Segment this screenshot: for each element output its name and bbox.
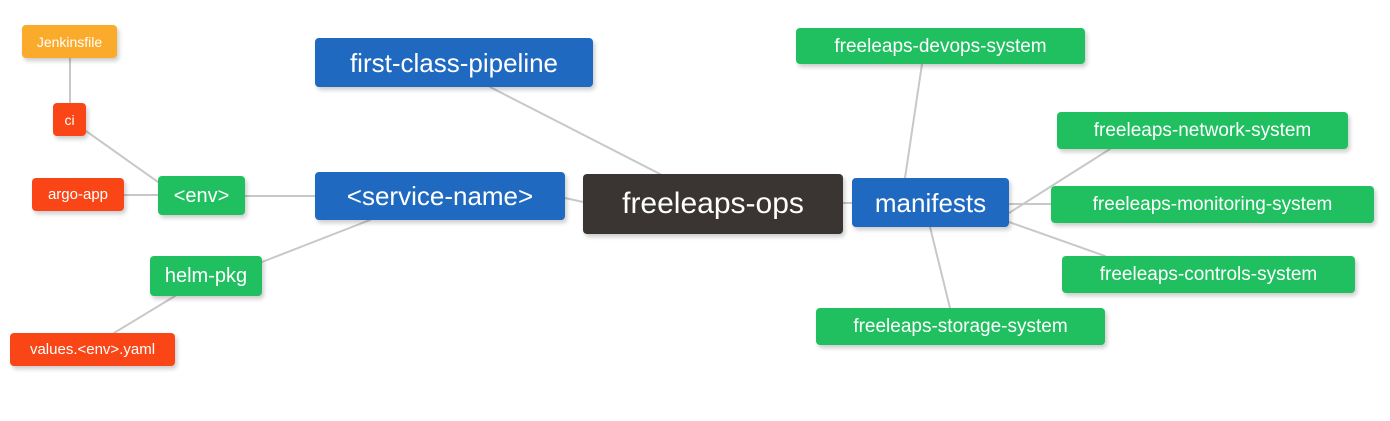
node-service-name[interactable]: <service-name> (315, 172, 565, 220)
edge-service-name-to-freeleaps-ops (564, 197, 584, 203)
edge-manifests-to-controls-system (1008, 221, 1106, 257)
node-label: first-class-pipeline (349, 47, 559, 78)
node-label: freeleaps-ops (622, 187, 804, 220)
node-label: argo-app (47, 186, 109, 203)
node-label: freeleaps-controls-system (1099, 264, 1318, 285)
node-helm-pkg[interactable]: helm-pkg (150, 256, 262, 296)
node-network-system[interactable]: freeleaps-network-system (1057, 112, 1348, 149)
node-freeleaps-ops[interactable]: freeleaps-ops (583, 174, 843, 234)
edge-devops-system-to-manifests (904, 63, 923, 179)
node-label: helm-pkg (164, 265, 248, 287)
node-label: freeleaps-monitoring-system (1092, 194, 1333, 215)
node-label: <service-name> (346, 181, 534, 211)
node-devops-system[interactable]: freeleaps-devops-system (796, 28, 1085, 64)
node-argo-app[interactable]: argo-app (32, 178, 124, 211)
node-label: ci (64, 111, 75, 128)
edge-service-name-to-helm-pkg (261, 219, 371, 263)
node-storage-system[interactable]: freeleaps-storage-system (816, 308, 1105, 345)
node-label: Jenkinsfile (36, 33, 103, 50)
node-first-class-pipeline[interactable]: first-class-pipeline (315, 38, 593, 87)
node-label: manifests (874, 187, 987, 218)
node-label: freeleaps-network-system (1093, 120, 1312, 141)
node-jenkinsfile[interactable]: Jenkinsfile (22, 25, 117, 58)
node-monitoring-system[interactable]: freeleaps-monitoring-system (1051, 186, 1374, 223)
node-label: values.<env>.yaml (29, 341, 156, 358)
node-ci[interactable]: ci (53, 103, 86, 136)
node-label: freeleaps-storage-system (853, 316, 1068, 337)
node-manifests[interactable]: manifests (852, 178, 1009, 227)
edge-ci-to-env (85, 130, 159, 183)
node-controls-system[interactable]: freeleaps-controls-system (1062, 256, 1355, 293)
node-label: <env> (173, 184, 230, 207)
edge-helm-pkg-to-values-yaml (113, 295, 176, 334)
edge-first-class-pipeline-to-freeleaps-ops (489, 86, 661, 175)
edge-manifests-to-storage-system (929, 226, 951, 309)
node-label: freeleaps-devops-system (834, 35, 1047, 57)
node-env[interactable]: <env> (158, 176, 245, 215)
node-values-yaml[interactable]: values.<env>.yaml (10, 333, 175, 366)
